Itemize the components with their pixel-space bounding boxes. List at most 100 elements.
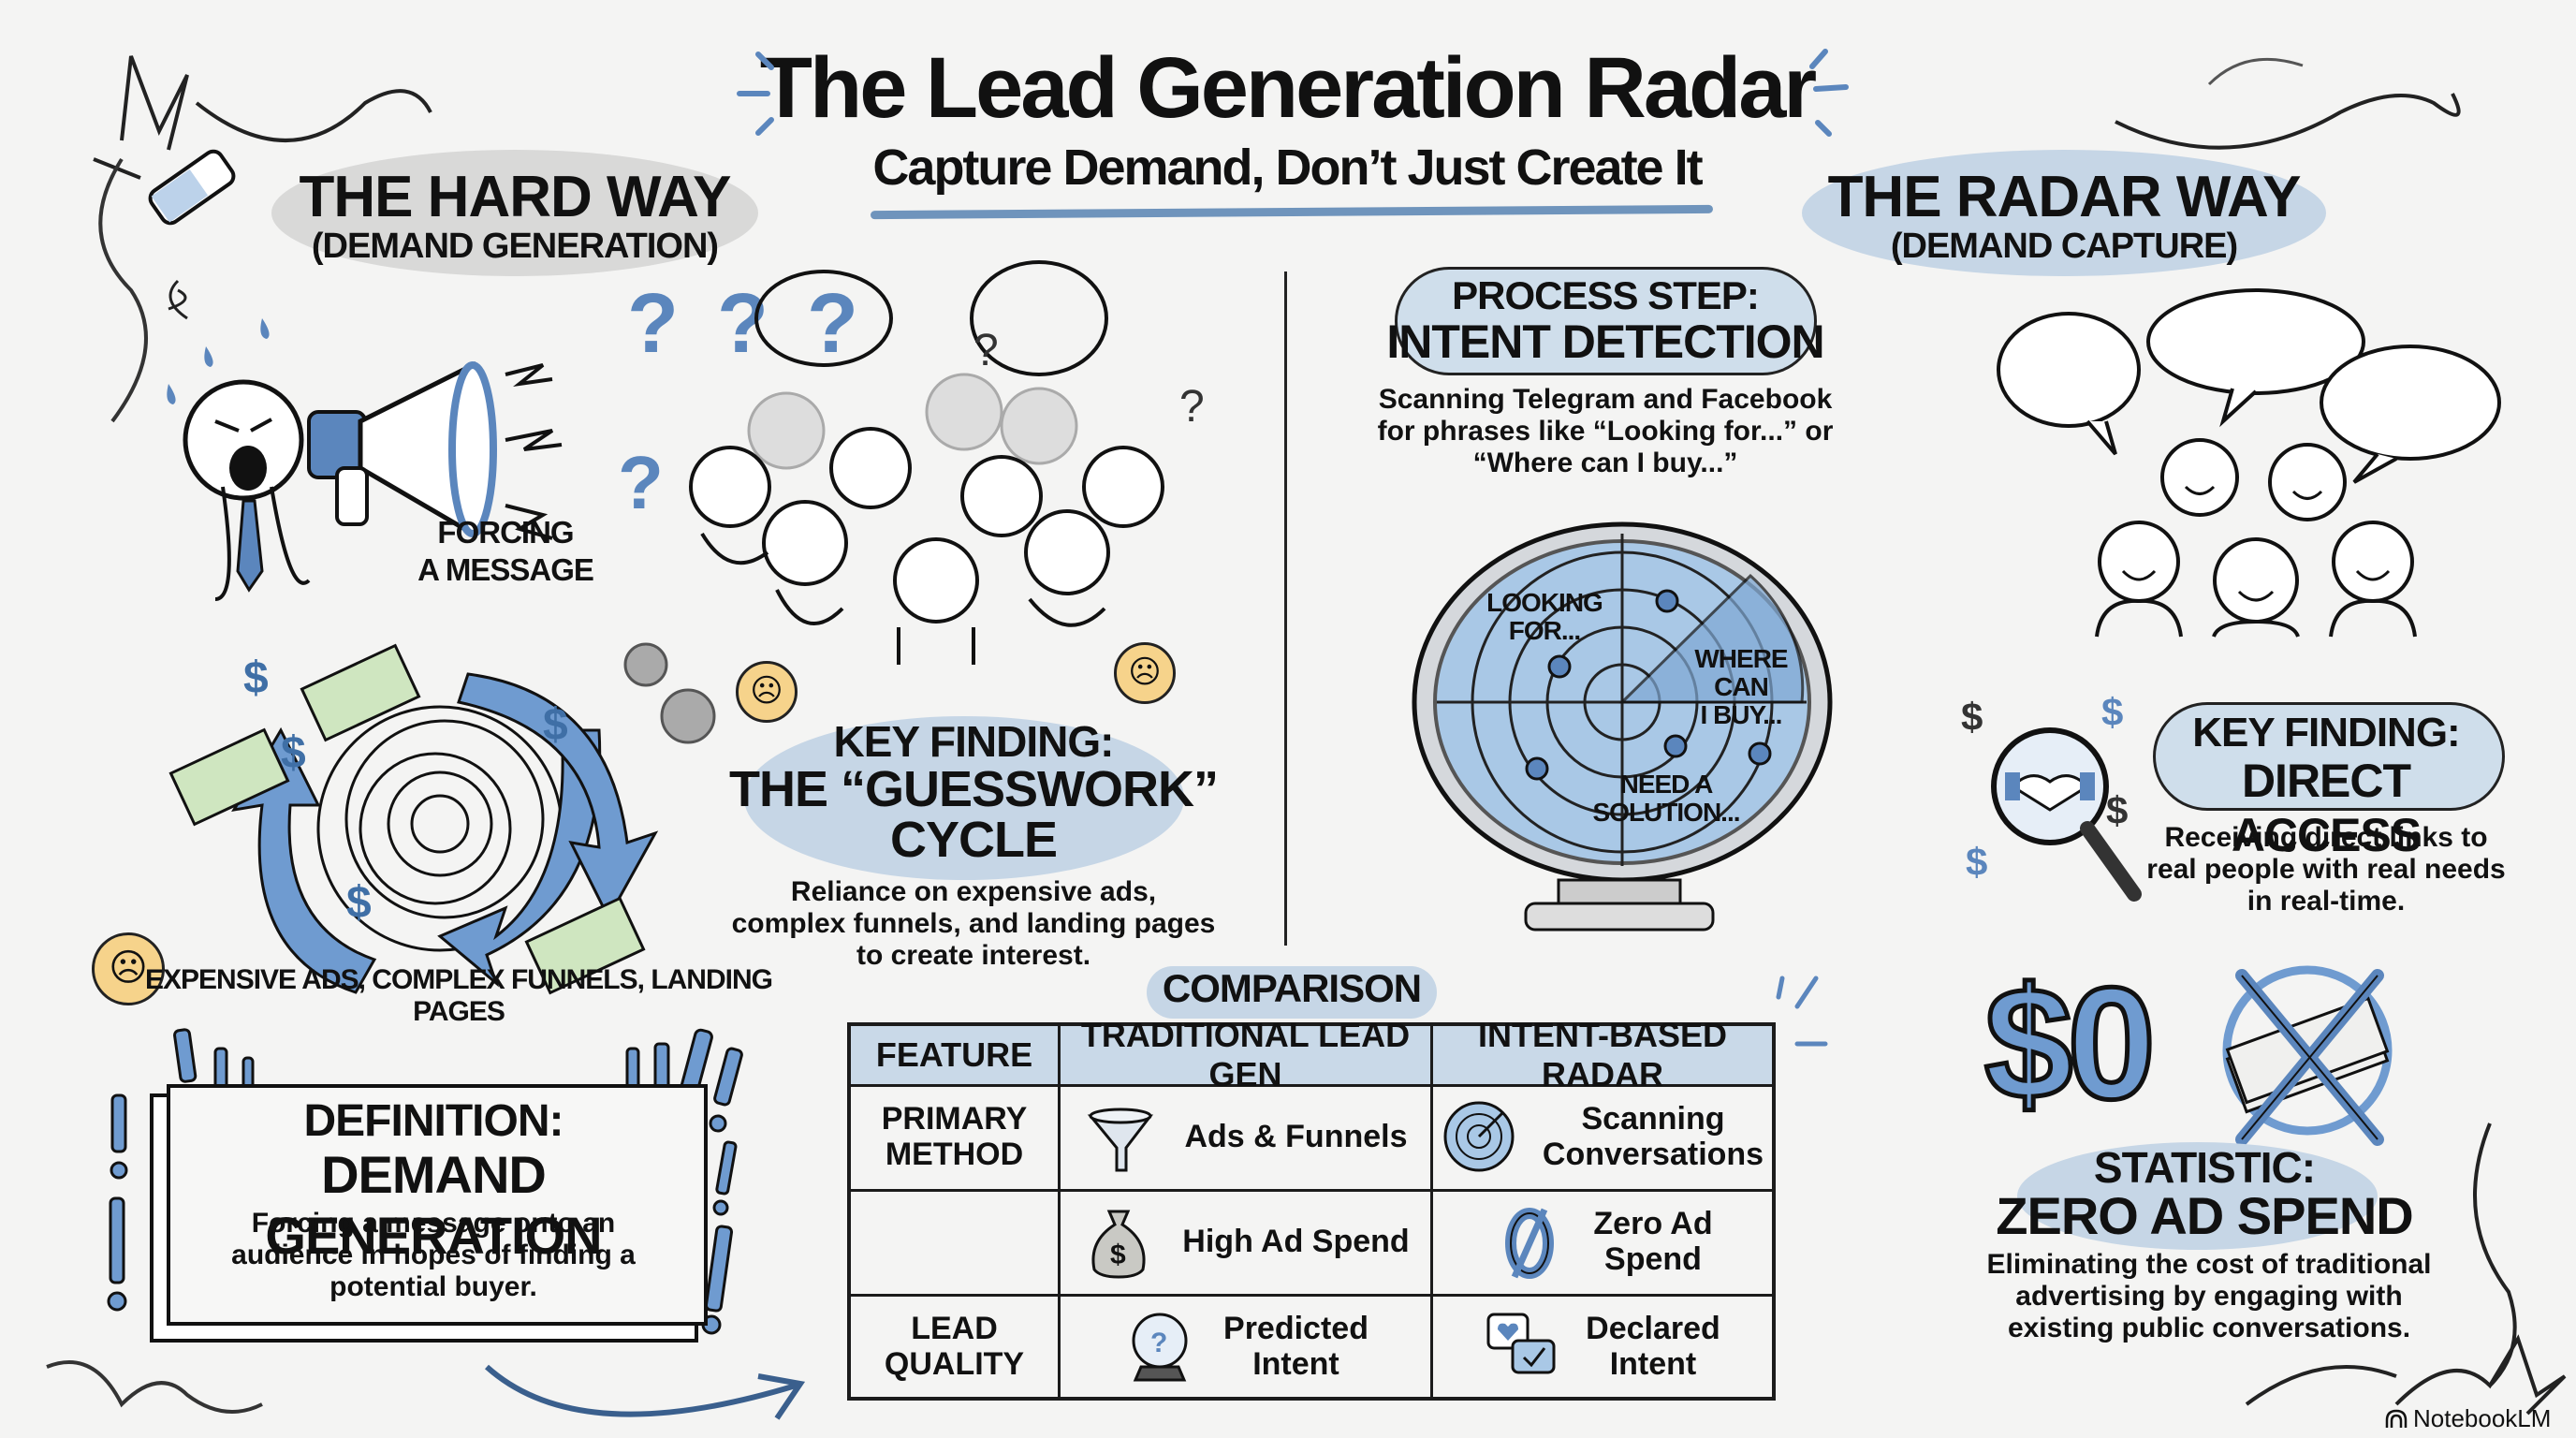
svg-text:$: $	[2101, 690, 2123, 734]
table-header-row: FEATURE TRADITIONAL LEAD GEN INTENT-BASE…	[851, 1016, 1772, 1093]
guesswork-cycle-icon: $$$$	[168, 642, 716, 995]
svg-text:$: $	[281, 728, 306, 778]
radar-label-looking-2: FOR...	[1508, 616, 1581, 645]
corner-flourish-top-right-icon	[2115, 57, 2461, 150]
notebooklm-brand: NotebookLM	[2385, 1404, 2551, 1433]
happy-people-talking-icon	[1997, 288, 2501, 638]
corner-flourish-bottom-right-icon	[2245, 1123, 2567, 1416]
process-step-title: INTENT DETECTION	[1386, 315, 1824, 368]
forcing-message-caption-line2: A MESSAGE	[417, 552, 594, 587]
guesswork-title-line2: CYCLE	[889, 812, 1058, 868]
title-spark-left-icon	[737, 51, 774, 136]
comparison-title: COMPARISON	[1162, 966, 1422, 1010]
statistic-label: STATISTIC:	[2093, 1143, 2316, 1192]
section-divider	[1284, 271, 1287, 946]
radar-label-where-3: I BUY...	[1700, 700, 1783, 729]
sad-face-emoji-icon: ☹	[1114, 642, 1176, 704]
guesswork-body-line3: to create interest.	[856, 940, 1091, 971]
svg-text:$: $	[1966, 840, 1987, 884]
svg-text:$: $	[1961, 695, 1983, 739]
direct-access-body-line3: in real-time.	[2247, 886, 2406, 917]
shouting-man-megaphone-icon	[167, 279, 563, 601]
funnel-icon	[1088, 1108, 1154, 1172]
zero-dollar-value: $0	[1982, 953, 2158, 1136]
zero-slash-icon	[1505, 1208, 1555, 1279]
svg-text:$: $	[1110, 1240, 1126, 1270]
guesswork-title-line1: THE “GUESSWORK”	[728, 761, 1219, 817]
subtitle-underline	[870, 204, 1714, 220]
cycle-caption: EXPENSIVE ADS, COMPLEX FUNNELS, LANDING …	[145, 964, 773, 1027]
direct-access-body-line1: Receiving direct links to	[2164, 822, 2488, 853]
hard-way-heading-blob	[271, 150, 758, 276]
question-marks-icon: ? ? ?	[627, 277, 866, 371]
svg-text:?: ?	[1150, 1328, 1167, 1358]
definition-body-line2: audience in hopes of finding a	[231, 1240, 636, 1270]
definition-title: DEMAND GENERATION	[265, 1145, 602, 1265]
title-spark-right-icon	[1809, 49, 1849, 137]
definition-body-line1: Forcing a message onto an	[251, 1208, 616, 1239]
svg-text:?: ?	[1179, 382, 1205, 432]
crossed-out-money-icon	[2222, 965, 2393, 1146]
radar-label-where-1: WHERE	[1694, 644, 1788, 673]
statistic-body-line2: advertising by engaging with	[2015, 1281, 2403, 1312]
radar-label-looking-1: LOOKING	[1486, 588, 1603, 617]
unimpressed-crowd-icon: ? ?	[689, 260, 1205, 665]
radar-icon	[1443, 1101, 1515, 1172]
svg-text:$: $	[243, 653, 269, 703]
radar-screen-icon	[1412, 521, 1833, 932]
definition-box	[167, 1084, 708, 1326]
radar-label-where-2: CAN	[1714, 672, 1769, 701]
guesswork-label: KEY FINDING:	[833, 717, 1115, 766]
corner-flourish-bottom-left-icon	[46, 1360, 263, 1414]
svg-text:$: $	[2106, 788, 2128, 832]
statistic-title: ZERO AD SPEND	[1996, 1186, 2413, 1245]
frustrated-face-emoji-icon: ☹	[92, 932, 165, 1005]
svg-text:$: $	[543, 700, 568, 750]
header-feature: FEATURE	[851, 1026, 1061, 1084]
hard-way-subtitle: (DEMAND GENERATION)	[311, 227, 719, 266]
svg-text:?: ?	[973, 326, 999, 375]
process-body-line3: “Where can I buy...”	[1472, 448, 1738, 478]
definition-body-line3: potential buyer.	[329, 1271, 537, 1302]
comparison-table: FEATURE TRADITIONAL LEAD GEN INTENT-BASE…	[847, 1016, 1776, 1401]
brand-label: NotebookLM	[2413, 1404, 2552, 1432]
corner-flourish-top-left-icon	[93, 55, 432, 423]
direct-access-title: DIRECT ACCESS	[2231, 755, 2422, 861]
direct-access-label: KEY FINDING:	[2192, 710, 2460, 756]
statistic-body-line3: existing public conversations.	[2007, 1313, 2411, 1343]
statistic-heading-blob	[2017, 1142, 2378, 1250]
direct-access-body-line2: real people with real needs	[2146, 854, 2506, 885]
direct-access-heading-pill	[2153, 702, 2505, 811]
process-body-line1: Scanning Telegram and Facebook	[1378, 384, 1833, 415]
row-traditional: Ads & Funnels	[1061, 1084, 1433, 1189]
money-bag-icon: $	[1091, 1210, 1146, 1279]
page-title: The Lead Generation Radar	[759, 40, 1817, 136]
statistic-body-line1: Eliminating the cost of traditional	[1986, 1249, 2432, 1280]
guesswork-body-line1: Reliance on expensive ads,	[790, 876, 1157, 907]
process-body-line2: for phrases like “Looking for...” or	[1377, 416, 1834, 447]
header-radar: INTENT-BASED RADAR	[1433, 1016, 1772, 1093]
radar-way-title: THE RADAR WAY	[1827, 165, 2302, 229]
guesswork-heading-blob	[744, 716, 1184, 880]
crystal-ball-icon: ?	[1132, 1313, 1188, 1382]
chat-heart-icon	[1486, 1313, 1556, 1374]
radar-label-need-1: NEED A	[1619, 770, 1714, 799]
definition-label: DEFINITION:	[303, 1096, 564, 1146]
process-step-heading-pill	[1395, 267, 1817, 375]
eraser-icon	[148, 149, 236, 226]
svg-text:$: $	[346, 878, 372, 928]
sad-face-emoji-icon: ☹	[736, 661, 798, 723]
row-traditional: $ High Ad Spend	[1061, 1189, 1433, 1294]
question-mark-icon: ?	[618, 441, 664, 524]
radar-way-subtitle: (DEMAND CAPTURE)	[1890, 227, 2238, 266]
forcing-message-caption-line1: FORCING	[437, 515, 574, 550]
comparison-heading-blob	[1147, 966, 1437, 1019]
